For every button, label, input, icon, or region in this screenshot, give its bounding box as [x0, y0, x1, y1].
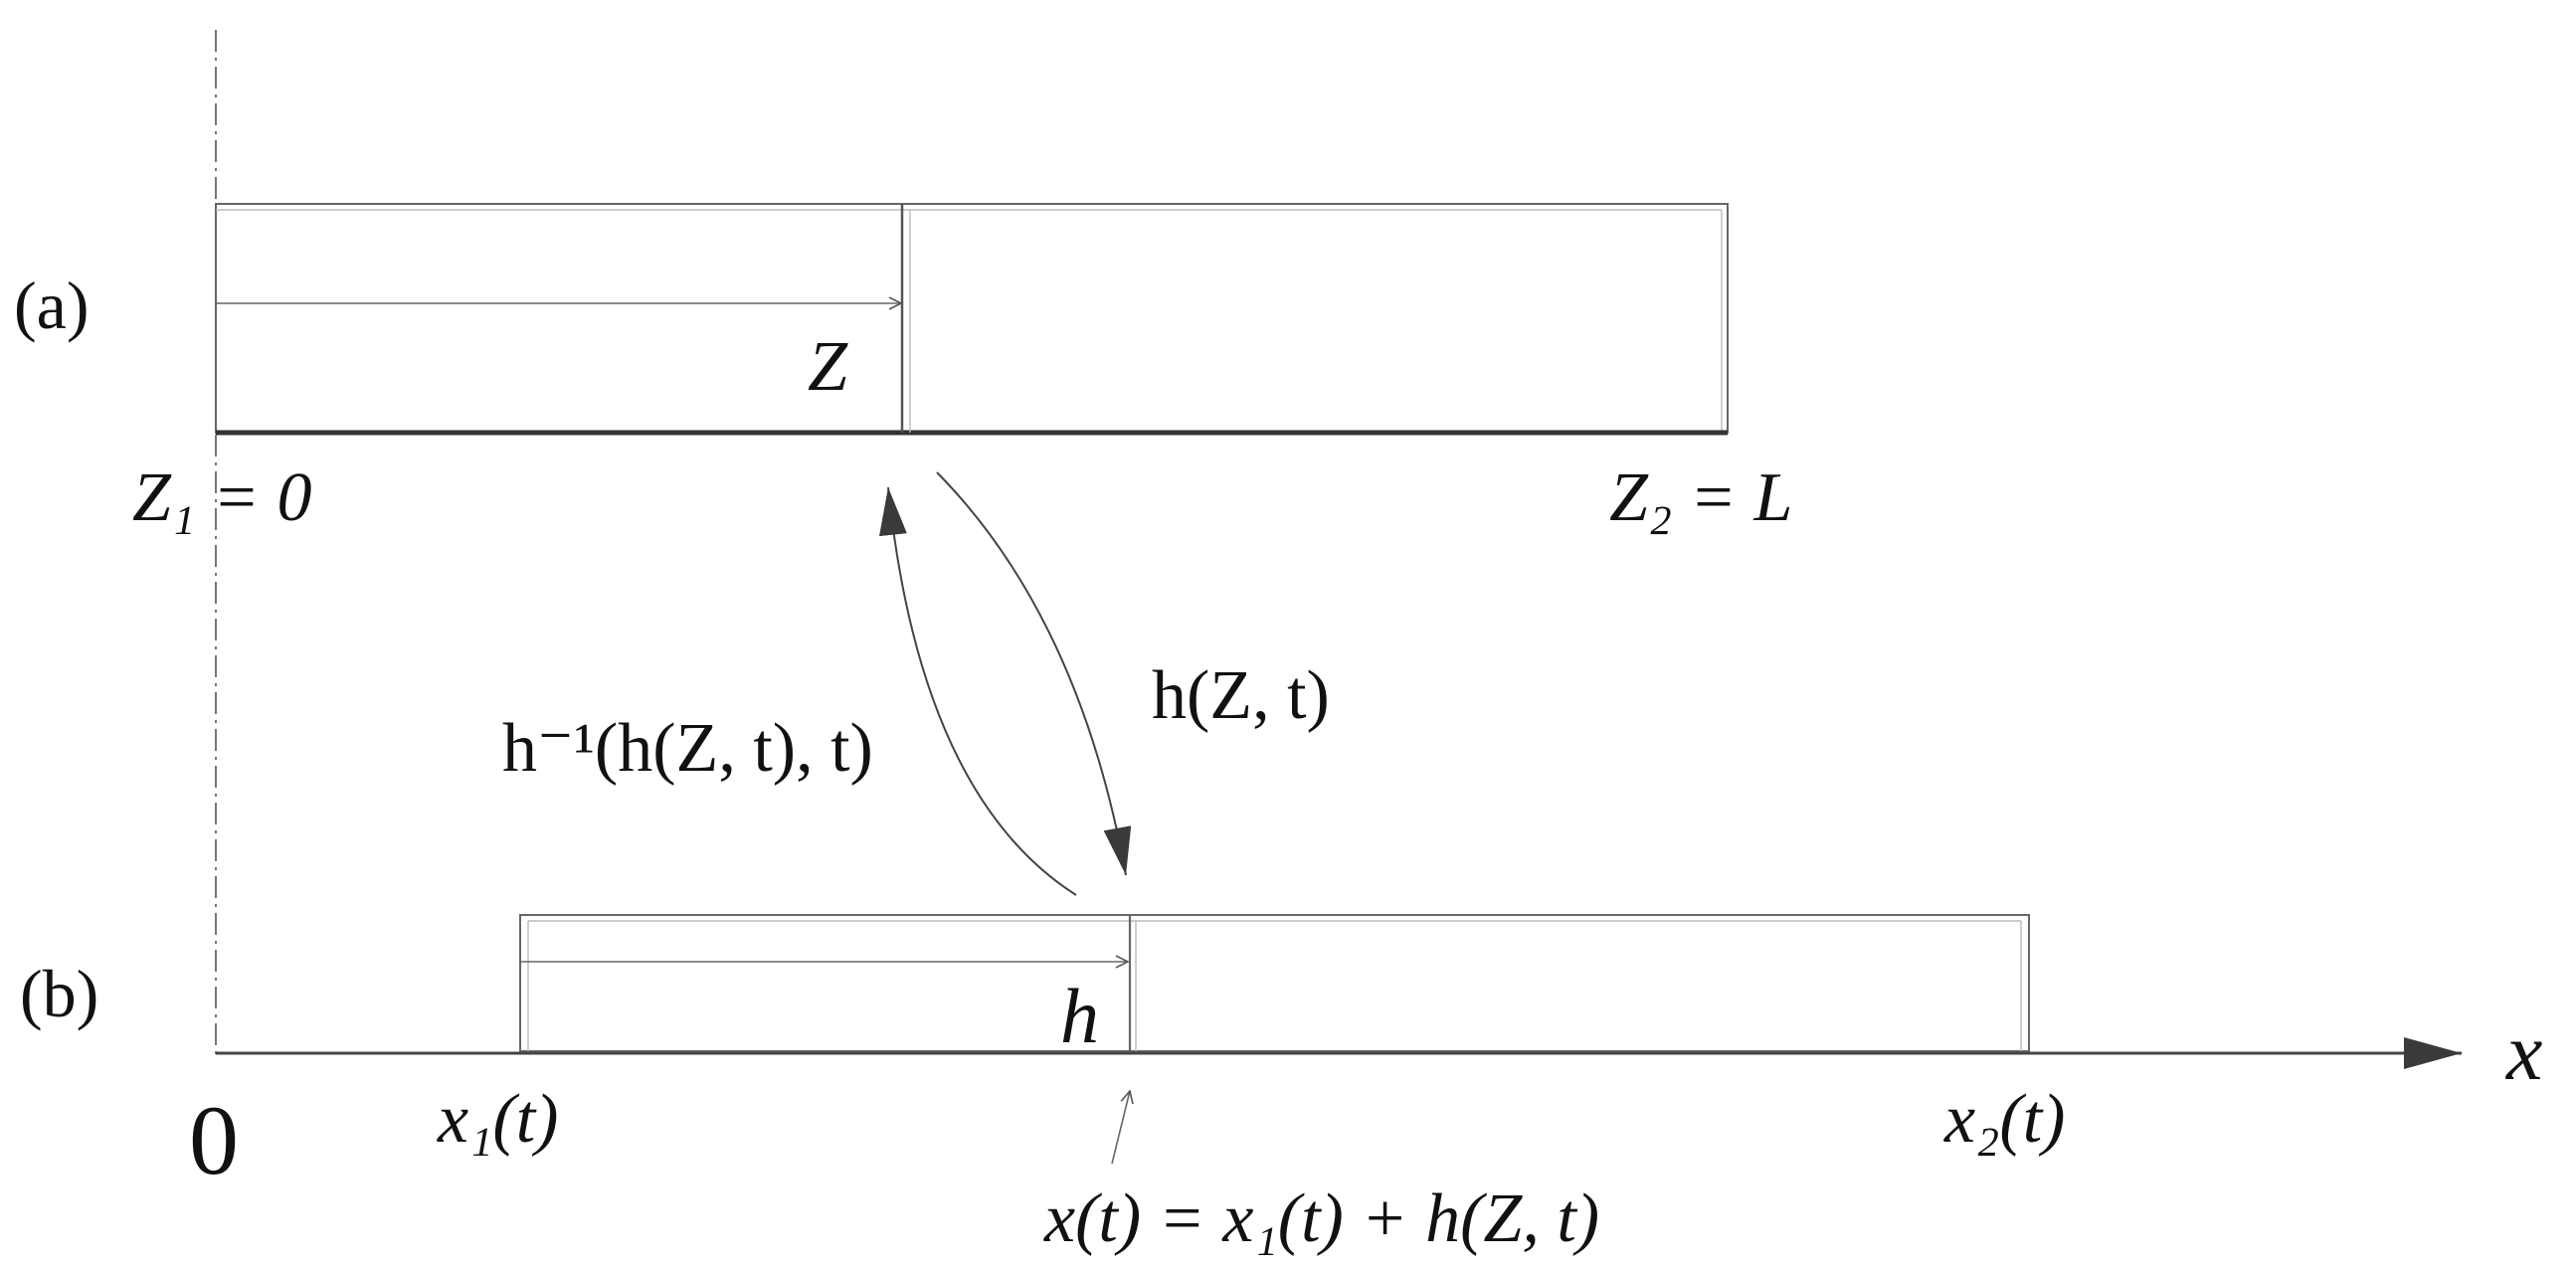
panel-b-label: (b)	[20, 956, 98, 1031]
forward-mapping-label: h(Z, t)	[1152, 657, 1330, 734]
x-axis-label: x	[2505, 1006, 2542, 1097]
inverse-mapping-arrow	[879, 486, 1077, 896]
z-vector-label: Z	[808, 326, 848, 406]
z2-label: Z₂ = L	[1609, 459, 1792, 536]
x2-label: x₂(t)	[1943, 1081, 2065, 1158]
h-vector-label: h	[1060, 973, 1099, 1059]
reference-bar	[215, 203, 1729, 434]
current-bar	[519, 914, 2030, 1052]
panel-b	[216, 914, 2462, 1165]
forward-mapping-arrow	[936, 471, 1132, 876]
origin-label: 0	[189, 1085, 239, 1195]
z1-label: Z₁ = 0	[132, 459, 312, 536]
x1-label: x₁(t)	[437, 1081, 558, 1158]
position-equation-label: x(t) = x₁(t) + h(Z, t)	[1043, 1180, 1599, 1257]
panel-a-label: (a)	[14, 268, 89, 343]
position-pointer	[1111, 1091, 1130, 1165]
inverse-mapping-label: h⁻¹(h(Z, t), t)	[502, 710, 873, 787]
panel-a	[215, 203, 1729, 436]
